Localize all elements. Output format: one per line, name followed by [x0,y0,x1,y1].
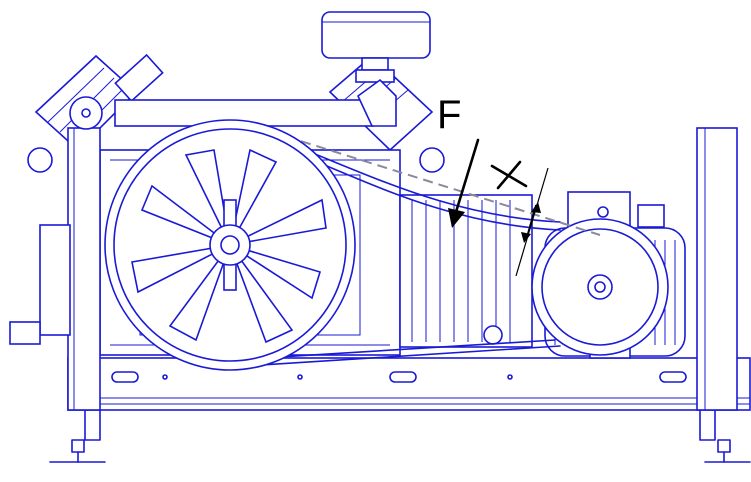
left-frame-post [9,127,101,411]
air-filter [321,11,431,83]
flywheel [104,119,356,371]
right-foot [699,409,751,463]
force-arrow [448,138,480,228]
right-frame-post [696,127,738,411]
cooler-fins [399,194,533,348]
force-label: F [437,93,462,137]
deflection-dimension [515,167,549,277]
base-frame [67,357,751,411]
motor-pulley [531,218,669,356]
deflection-x-symbol [490,160,528,190]
left-foot [49,409,106,463]
